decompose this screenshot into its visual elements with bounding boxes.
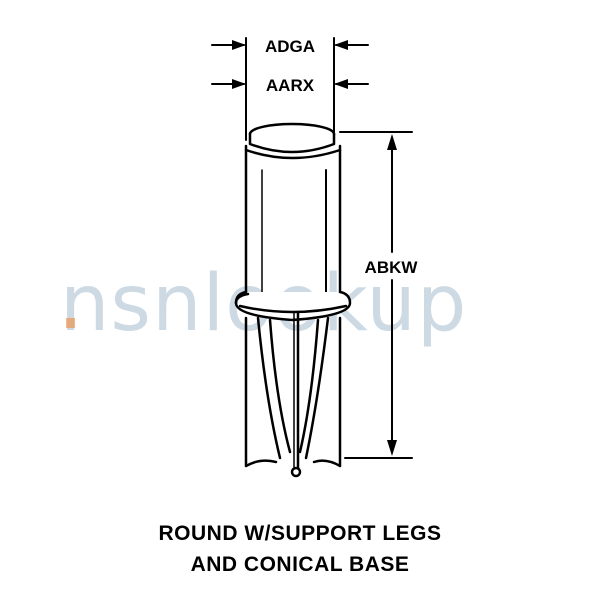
height-dimension — [339, 131, 413, 459]
outer-diameter-label: ADGA — [265, 37, 315, 56]
watermark-dot — [66, 318, 75, 328]
support-body — [234, 122, 352, 478]
caption-line-1: ROUND W/SUPPORT LEGS — [158, 522, 442, 545]
caption-line-2: AND CONICAL BASE — [190, 553, 410, 576]
overall-height-label: ABKW — [365, 258, 419, 277]
inner-diameter-dimension — [211, 79, 369, 89]
outer-diameter-dimension — [211, 40, 369, 50]
inner-diameter-label: AARX — [266, 76, 315, 95]
